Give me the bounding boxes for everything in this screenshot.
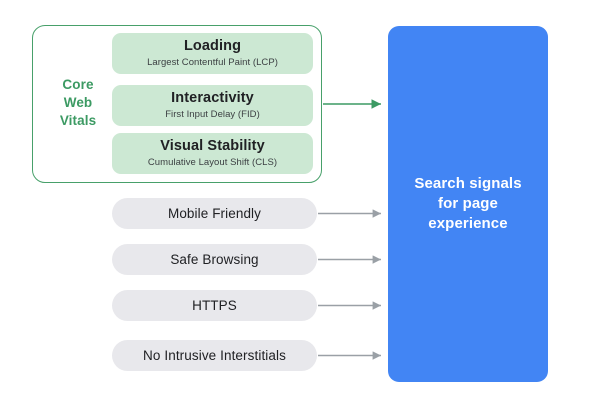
signal-label-safe-browsing: Safe Browsing <box>170 252 259 267</box>
core-web-vitals-label: Core Web Vitals <box>47 76 109 130</box>
vital-title-visual-stability: Visual Stability <box>160 138 265 154</box>
vital-subtitle-interactivity: First Input Delay (FID) <box>165 109 260 120</box>
signal-label-mobile-friendly: Mobile Friendly <box>167 206 262 221</box>
search-signals-panel-text: Search signals for page experience <box>414 175 522 232</box>
core-web-vitals-label-line-2: Web <box>63 95 93 110</box>
vital-card-visual-stability[interactable]: Visual Stability Cumulative Layout Shift… <box>112 133 313 174</box>
signal-card-mobile-friendly[interactable]: Mobile Friendly <box>112 198 317 229</box>
vital-card-interactivity[interactable]: Interactivity First Input Delay (FID) <box>112 85 313 126</box>
search-signals-panel[interactable]: Search signals for page experience <box>388 26 548 382</box>
core-web-vitals-label-line-1: Core <box>62 77 94 92</box>
vital-title-interactivity: Interactivity <box>171 90 254 106</box>
signal-card-no-intrusive-interstitials[interactable]: No Intrusive Interstitials <box>112 340 317 371</box>
signal-label-no-intrusive-interstitials: No Intrusive Interstitials <box>143 348 286 363</box>
signal-card-https[interactable]: HTTPS <box>112 290 317 321</box>
vital-subtitle-loading: Largest Contentful Paint (LCP) <box>147 57 278 68</box>
vital-card-loading[interactable]: Loading Largest Contentful Paint (LCP) <box>112 33 313 74</box>
signal-label-https: HTTPS <box>192 298 237 313</box>
core-web-vitals-group <box>32 25 322 183</box>
signal-card-safe-browsing[interactable]: Safe Browsing <box>112 244 317 275</box>
vital-subtitle-visual-stability: Cumulative Layout Shift (CLS) <box>147 157 278 168</box>
vital-title-loading: Loading <box>183 38 242 54</box>
core-web-vitals-label-line-3: Vitals <box>59 113 97 128</box>
